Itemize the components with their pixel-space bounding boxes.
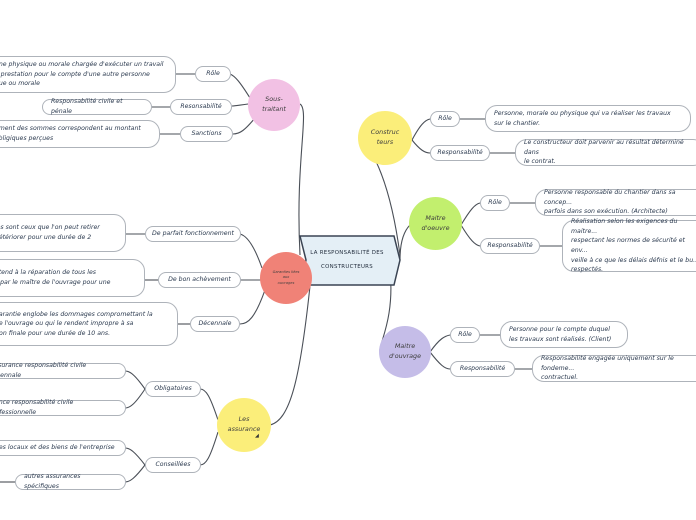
constructeurs-role-text: Personne, morale ou physique qui va réal… [494, 109, 671, 127]
maitre-oeuvre-label: Maitre d'oeuvre [421, 213, 450, 232]
assurance-obligatoires-item2-text: ...ance responsabilité civile profession… [0, 399, 74, 416]
sous-traitant-sanctions-text: ...ement des sommes correspondent au mon… [0, 125, 141, 142]
garanties-parfait-pill[interactable]: De parfait fonctionnement [145, 226, 241, 242]
maitre-oeuvre-role-text: Personne responsable du chantier dans sa… [544, 189, 676, 216]
sous-traitant-sanctions-label: Sanctions [191, 130, 222, 138]
sous-traitant-label: Sous- traitant [262, 95, 286, 113]
sous-traitant-node[interactable]: Sous- traitant [248, 79, 300, 131]
assurance-node[interactable]: Les assurance [217, 398, 271, 452]
maitre-ouvrage-node[interactable]: Maitre d'ouvrage [379, 326, 431, 378]
assurance-conseillees-item2[interactable]: autres assurances spécifiques [15, 473, 126, 490]
garanties-parfait-label: De parfait fonctionnement [152, 230, 234, 238]
garanties-parfait-text: ...les sont ceux que l'on peut retirer .… [0, 224, 100, 241]
garanties-decennale-pill[interactable]: Décennale [190, 316, 240, 332]
garanties-achevement-text: ...étend à la réparation de tous les ...… [0, 269, 111, 286]
assurance-obligatoires-item1[interactable]: ...ssurance responsabilité civile décenn… [0, 362, 126, 379]
assurance-conseillees-label: Conseillées [155, 461, 191, 469]
maitre-ouvrage-resp-text: Responsabilité engagée uniquement sur le… [541, 355, 674, 382]
center-topic[interactable]: LA RESPONSABILITÉ DES CONSTRUCTEURS [300, 236, 394, 284]
sous-traitant-resp-box[interactable]: Responsabilité civile et pénale [42, 98, 152, 115]
maitre-ouvrage-resp-label: Responsabilité [459, 365, 506, 373]
constructeurs-role-pill[interactable]: Rôle [430, 111, 460, 127]
garanties-achevement-box[interactable]: ...étend à la réparation de tous les ...… [0, 259, 145, 297]
sous-traitant-role-text: ...nne physique ou morale chargée d'exéc… [0, 61, 164, 88]
maitre-oeuvre-resp-box[interactable]: Réalisation selon les exigences du maitr… [562, 218, 696, 274]
constructeurs-role-label: Rôle [438, 115, 452, 123]
maitre-oeuvre-role-pill[interactable]: Rôle [480, 195, 510, 211]
constructeurs-resp-pill[interactable]: Responsabilité [430, 145, 490, 161]
assurance-obligatoires-item1-text: ...ssurance responsabilité civile décenn… [0, 362, 87, 379]
constructeurs-role-box[interactable]: Personne, morale ou physique qui va réal… [485, 105, 691, 132]
sous-traitant-sanctions-box[interactable]: ...ement des sommes correspondent au mon… [0, 120, 160, 148]
maitre-oeuvre-node[interactable]: Maitre d'oeuvre [409, 197, 462, 250]
assurance-conseillees-item1[interactable]: ...des locaux et des biens de l'entrepri… [0, 440, 126, 456]
assurance-obligatoires-pill[interactable]: Obligatoires [145, 381, 201, 397]
constructeurs-resp-label: Responsabilité [437, 149, 483, 157]
assurance-label: Les assurance [227, 415, 261, 433]
maitre-oeuvre-resp-pill[interactable]: Responsabilité [480, 238, 540, 254]
maitre-oeuvre-resp-text: Réalisation selon les exigences du maitr… [571, 218, 696, 274]
expand-marker-icon: ◢ [255, 433, 259, 439]
garanties-decennale-box[interactable]: ...garantie englobe les dommages comprom… [0, 302, 178, 346]
assurance-obligatoires-label: Obligatoires [154, 385, 192, 393]
sous-traitant-role-label: Rôle [206, 70, 220, 78]
center-title-line1: LA RESPONSABILITÉ DES [310, 249, 384, 256]
garanties-parfait-box[interactable]: ...les sont ceux que l'on peut retirer .… [0, 214, 126, 252]
garanties-decennale-label: Décennale [198, 320, 232, 328]
maitre-ouvrage-role-label: Rôle [458, 331, 472, 339]
maitre-oeuvre-resp-label: Responsabilité [487, 242, 533, 250]
constructeurs-resp-text: Le constructeur doit parvenir au résulta… [524, 139, 684, 166]
constructeurs-node[interactable]: Construc teurs [358, 111, 412, 165]
sous-traitant-resp-text: Responsabilité civile et pénale [51, 98, 123, 115]
assurance-obligatoires-item2[interactable]: ...ance responsabilité civile profession… [0, 399, 126, 416]
maitre-ouvrage-resp-box[interactable]: Responsabilité engagée uniquement sur le… [532, 355, 696, 382]
center-title-line2: CONSTRUCTEURS [321, 264, 373, 270]
garanties-label: Garanties liées aux ouvrages [272, 269, 300, 285]
garanties-achevement-label: De bon achèvement [168, 276, 231, 284]
sous-traitant-resp-pill[interactable]: Resonsabilité [170, 99, 232, 115]
garanties-node[interactable]: Garanties liées aux ouvrages [260, 252, 312, 304]
sous-traitant-role-box[interactable]: ...nne physique ou morale chargée d'exéc… [0, 56, 176, 93]
constructeurs-label: Construc teurs [370, 128, 400, 146]
maitre-ouvrage-role-box[interactable]: Personne pour le compte duquel les trava… [500, 321, 628, 348]
maitre-ouvrage-resp-pill[interactable]: Responsabilité [450, 361, 515, 377]
assurance-conseillees-pill[interactable]: Conseillées [145, 457, 201, 473]
maitre-ouvrage-role-text: Personne pour le compte duquel les trava… [509, 325, 612, 343]
garanties-decennale-text: ...garantie englobe les dommages comprom… [0, 310, 153, 337]
maitre-ouvrage-label: Maitre d'ouvrage [388, 342, 422, 360]
maitre-ouvrage-role-pill[interactable]: Rôle [450, 327, 480, 343]
assurance-conseillees-item2-text: autres assurances spécifiques [24, 473, 81, 490]
sous-traitant-sanctions-pill[interactable]: Sanctions [180, 126, 233, 142]
sous-traitant-resp-label: Resonsabilité [180, 103, 222, 111]
maitre-oeuvre-role-label: Rôle [488, 199, 502, 207]
constructeurs-resp-box[interactable]: Le constructeur doit parvenir au résulta… [515, 139, 696, 166]
sous-traitant-role-pill[interactable]: Rôle [195, 66, 231, 82]
garanties-achevement-pill[interactable]: De bon achèvement [158, 272, 241, 288]
assurance-conseillees-item1-text: ...des locaux et des biens de l'entrepri… [0, 444, 115, 452]
maitre-oeuvre-role-box[interactable]: Personne responsable du chantier dans sa… [535, 189, 696, 216]
